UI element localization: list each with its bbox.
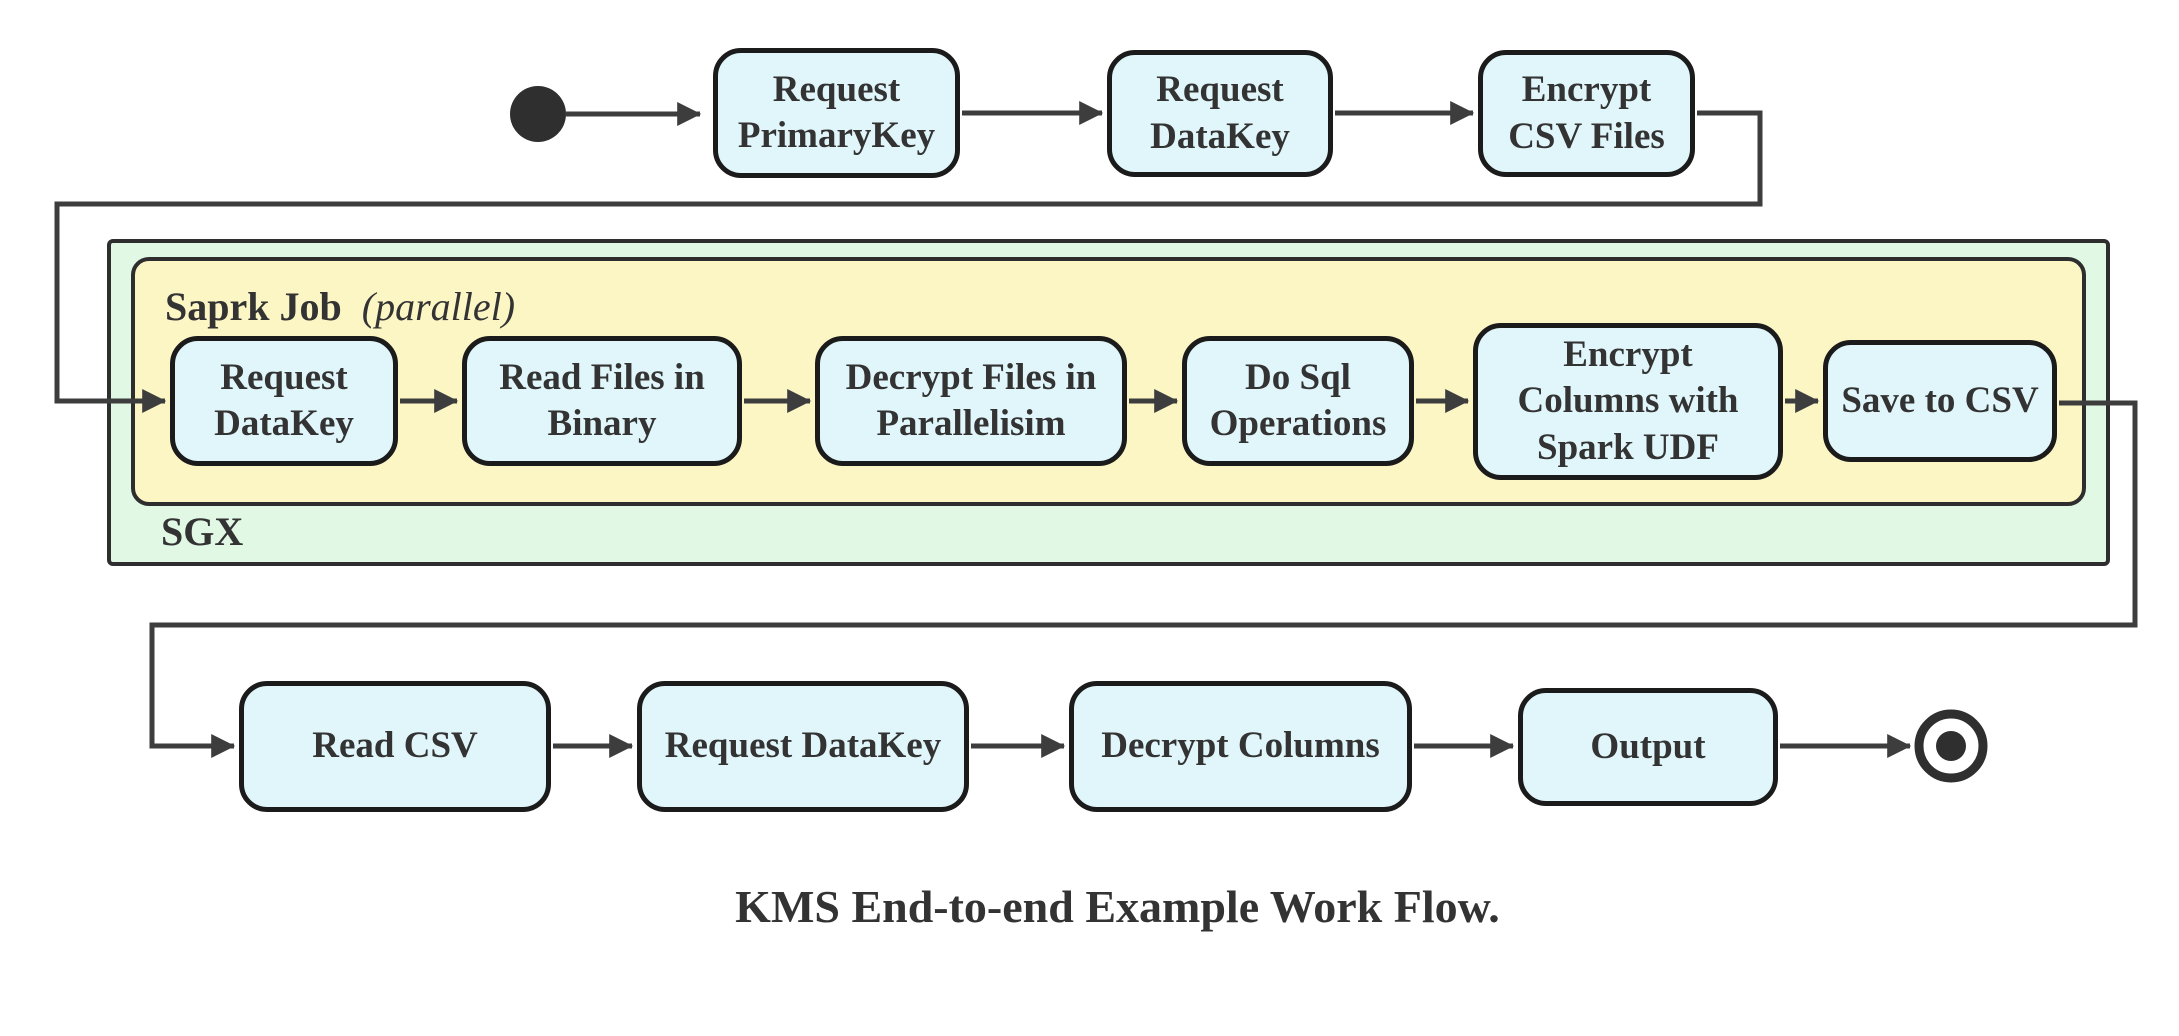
node-read-files-binary: Read Files in Binary <box>462 336 742 466</box>
node-label: Decrypt Columns <box>1101 725 1380 767</box>
node-decrypt-columns: Decrypt Columns <box>1069 681 1412 812</box>
node-label: Request DataKey <box>664 725 942 767</box>
diagram-caption: KMS End-to-end Example Work Flow. <box>735 881 1500 932</box>
node-request-datakey-top: Request DataKey <box>1107 50 1333 177</box>
node-request-datakey-spark: Request DataKey <box>170 336 398 466</box>
node-decrypt-files-parallelism: Decrypt Files in Parallelisim <box>815 336 1127 466</box>
end-node <box>1936 731 1966 761</box>
node-save-to-csv: Save to CSV <box>1823 340 2057 462</box>
node-encrypt-columns-spark-udf: Encrypt Columns with Spark UDF <box>1473 323 1783 480</box>
node-label: Encrypt Columns with Spark UDF <box>1517 334 1739 468</box>
node-read-csv: Read CSV <box>239 681 551 812</box>
node-label: Request DataKey <box>214 356 354 444</box>
node-label: Encrypt CSV Files <box>1508 69 1665 157</box>
node-label: Request PrimaryKey <box>737 68 936 156</box>
node-label: Output <box>1590 725 1706 767</box>
node-request-datakey-bottom: Request DataKey <box>637 681 969 812</box>
spark-job-parallel-text: (parallel) <box>351 284 516 329</box>
node-label: Request DataKey <box>1150 69 1290 157</box>
node-label: Read Files in Binary <box>499 356 705 444</box>
end-node-ring <box>1914 709 1988 783</box>
node-output: Output <box>1518 688 1778 806</box>
start-node <box>510 86 566 142</box>
node-label: Read CSV <box>312 725 478 767</box>
node-do-sql-operations: Do Sql Operations <box>1182 336 1414 466</box>
node-label: Do Sql Operations <box>1209 356 1387 444</box>
node-encrypt-csv-files: Encrypt CSV Files <box>1478 50 1695 177</box>
node-request-primarykey: Request PrimaryKey <box>713 48 960 178</box>
spark-job-label-text: Saprk Job <box>165 284 342 329</box>
spark-job-label: Saprk Job (parallel) <box>165 283 515 330</box>
sgx-label: SGX <box>161 509 244 554</box>
node-label: Save to CSV <box>1841 379 2039 421</box>
node-label: Decrypt Files in Parallelisim <box>845 356 1097 444</box>
